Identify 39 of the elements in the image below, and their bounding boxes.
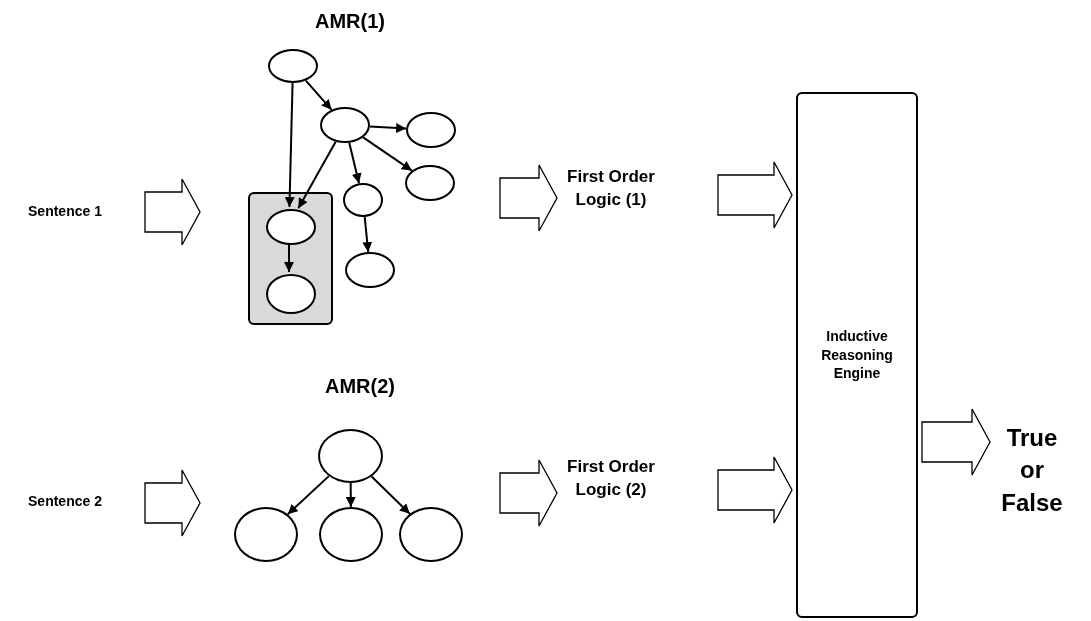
arrow bbox=[345, 482, 356, 508]
arrow bbox=[362, 215, 373, 254]
arrow bbox=[284, 82, 295, 208]
ellipse-node bbox=[320, 107, 370, 143]
ellipse-node bbox=[234, 507, 298, 562]
ellipse-node bbox=[406, 112, 456, 148]
ellipse-node bbox=[405, 165, 455, 201]
block-arrow bbox=[717, 456, 793, 524]
text-label: Sentence 2 bbox=[27, 492, 103, 511]
block-arrow bbox=[921, 408, 991, 476]
block-arrow bbox=[144, 469, 201, 537]
ellipse-node bbox=[399, 507, 463, 562]
ellipse-node bbox=[318, 429, 383, 483]
ellipse-node bbox=[266, 209, 316, 245]
ellipse-node bbox=[268, 49, 318, 83]
ellipse-node bbox=[266, 274, 316, 314]
arrow bbox=[370, 475, 411, 515]
arrow bbox=[286, 475, 330, 516]
text-label: First Order Logic (2) bbox=[566, 456, 656, 501]
block-arrow bbox=[499, 459, 558, 527]
block-arrow bbox=[144, 178, 201, 246]
arrow bbox=[304, 79, 333, 111]
group-box bbox=[248, 192, 333, 325]
block-arrow bbox=[717, 161, 793, 229]
text-label: First Order Logic (1) bbox=[566, 166, 656, 211]
ellipse-node bbox=[345, 252, 395, 288]
box-label: Inductive Reasoning Engine bbox=[820, 326, 894, 384]
arrow bbox=[362, 136, 413, 172]
arrow bbox=[284, 242, 294, 273]
arrow bbox=[348, 141, 362, 185]
engine-box bbox=[796, 92, 918, 618]
text-label: True or False bbox=[1000, 423, 1064, 518]
text-label: Sentence 1 bbox=[27, 202, 103, 221]
arrow bbox=[297, 140, 337, 210]
graph-title: AMR(1) bbox=[314, 9, 386, 34]
block-arrow bbox=[499, 164, 558, 232]
graph-title: AMR(2) bbox=[324, 374, 396, 399]
arrow bbox=[368, 123, 408, 133]
ellipse-node bbox=[343, 183, 383, 217]
